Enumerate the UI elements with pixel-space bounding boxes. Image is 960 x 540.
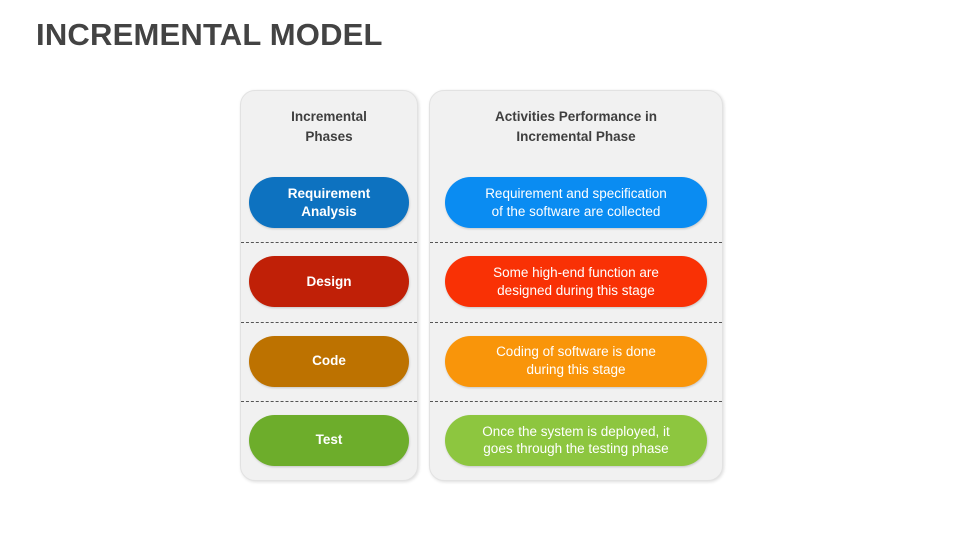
activity-pill-line2: during this stage (526, 362, 626, 378)
activities-header-line1: Activities Performance in (494, 109, 658, 125)
activity-row-test: Once the system is deployed, it goes thr… (430, 400, 722, 480)
activity-pill-requirement-analysis[interactable]: Requirement and specification of the sof… (445, 177, 707, 229)
phase-row-requirement-analysis: Requirement Analysis (241, 163, 417, 242)
activity-row-code: Coding of software is done during this s… (430, 321, 722, 401)
activity-pill-line2: goes through the testing phase (483, 441, 669, 457)
phases-rows: Requirement Analysis Design Code (241, 163, 417, 480)
phases-panel-header: Incremental Phases (241, 91, 417, 163)
phase-pill-line1: Test (315, 432, 343, 448)
phase-pill-test[interactable]: Test (249, 414, 409, 466)
phase-pill-requirement-analysis[interactable]: Requirement Analysis (249, 177, 409, 229)
activities-panel-header: Activities Performance in Incremental Ph… (430, 91, 722, 163)
activity-pill-line2: of the software are collected (491, 203, 661, 219)
activities-rows: Requirement and specification of the sof… (430, 163, 722, 480)
phase-pill-design[interactable]: Design (249, 256, 409, 308)
activity-pill-line1: Requirement and specification (485, 185, 667, 201)
activity-row-requirement-analysis: Requirement and specification of the sof… (430, 163, 722, 242)
activity-row-design: Some high-end function are designed duri… (430, 242, 722, 321)
phase-pill-line1: Requirement (287, 185, 371, 201)
activity-pill-line1: Some high-end function are (493, 265, 659, 281)
activity-pill-line2: designed during this stage (497, 282, 655, 298)
incremental-model-diagram: Incremental Phases Requirement Analysis … (240, 90, 723, 481)
phases-header-line1: Incremental (291, 109, 367, 125)
phase-pill-line2: Analysis (301, 203, 357, 219)
phases-header-line2: Phases (305, 129, 353, 144)
activity-pill-test[interactable]: Once the system is deployed, it goes thr… (445, 414, 707, 466)
activities-header-line2: Incremental Phase (516, 129, 636, 144)
phase-pill-line1: Code (312, 353, 346, 369)
activity-pill-code[interactable]: Coding of software is done during this s… (445, 335, 707, 387)
activity-pill-line1: Coding of software is done (496, 344, 656, 360)
phase-row-test: Test (241, 400, 417, 480)
page-title: INCREMENTAL MODEL (36, 17, 383, 52)
phase-pill-code[interactable]: Code (249, 335, 409, 387)
activity-pill-line1: Once the system is deployed, it (482, 423, 670, 439)
phase-row-design: Design (241, 242, 417, 321)
phase-pill-line1: Design (306, 273, 352, 289)
phase-row-code: Code (241, 321, 417, 401)
phases-panel: Incremental Phases Requirement Analysis … (240, 90, 418, 481)
activity-pill-design[interactable]: Some high-end function are designed duri… (445, 256, 707, 308)
activities-panel: Activities Performance in Incremental Ph… (429, 90, 723, 481)
